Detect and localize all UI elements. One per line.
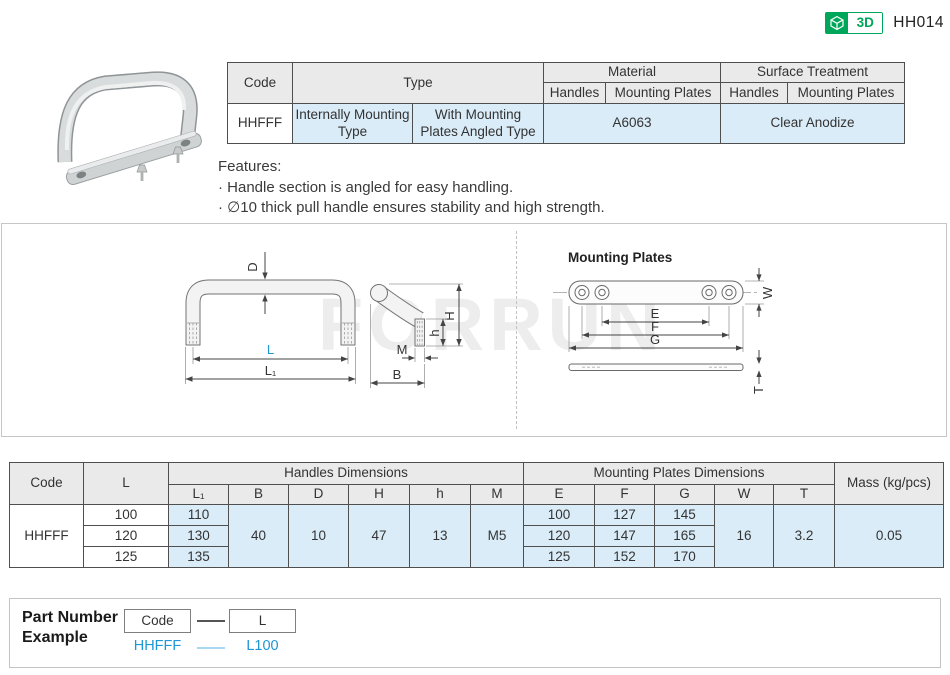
mounting-plates-drawing: W E F G T: [553, 268, 775, 394]
dim-l-value[interactable]: 120: [83, 525, 169, 547]
product-photo-screw: [136, 164, 148, 181]
dim-B-value: 40: [228, 504, 289, 568]
spec-sub-plates: Mounting Plates: [787, 82, 906, 104]
dim-D-value: 10: [288, 504, 349, 568]
pn-title-line1: Part Number: [22, 609, 119, 626]
dim-l-value[interactable]: 100: [83, 504, 169, 526]
features-title: Features:: [218, 158, 282, 175]
mounting-plates-title: Mounting Plates: [568, 250, 673, 265]
part-number-example-title: Part Number Example: [22, 608, 118, 648]
dim-F-value: 147: [594, 525, 655, 547]
dim-F-value: 152: [594, 546, 655, 568]
dim-col-l: L: [83, 462, 169, 505]
features-block: Features: · Handle section is angled for…: [218, 157, 605, 219]
dim-G-value: 170: [654, 546, 715, 568]
dim-H-value: 47: [348, 504, 410, 568]
pn-l-box: L: [229, 609, 296, 633]
dim-sub-G: G: [654, 484, 715, 505]
dim-group-plates: Mounting Plates Dimensions: [523, 462, 835, 485]
dimensions-table: Code L Handles Dimensions Mounting Plate…: [9, 462, 944, 568]
side-view-drawing: H h M B: [370, 283, 463, 388]
dim-col-mass: Mass (kg/pcs): [834, 462, 944, 505]
badge-3d-label: 3D: [848, 13, 883, 33]
drawing-panel: [1, 223, 947, 437]
product-photo-plate: [65, 130, 202, 186]
drawing-divider: [516, 231, 517, 429]
spec-col-code: Code: [227, 62, 293, 104]
pn-title-line2: Example: [22, 629, 88, 646]
dim-label-E: E: [651, 306, 660, 321]
front-view-drawing: D L L₁: [185, 252, 356, 384]
spec-sub-handles: Handles: [543, 82, 606, 104]
dim-label-B: B: [393, 367, 402, 382]
spec-sub-plates: Mounting Plates: [604, 82, 722, 104]
spec-col-surface: Surface Treatment: [720, 62, 906, 83]
dim-L1-value: 130: [168, 525, 229, 547]
dim-sub-L1: L₁: [168, 484, 229, 505]
dim-L1-value: 110: [168, 504, 229, 526]
pn-dash: [197, 620, 225, 622]
spec-col-material: Material: [542, 62, 722, 83]
dim-sub-F: F: [594, 484, 655, 505]
dim-M-value: M5: [470, 504, 524, 568]
dim-sub-M: M: [470, 484, 524, 505]
dim-sub-T: T: [773, 484, 835, 505]
dim-mass-value: 0.05: [834, 504, 944, 568]
pn-code-box: Code: [124, 609, 191, 633]
cube-3d-icon: [826, 13, 849, 33]
dim-sub-h: h: [409, 484, 471, 505]
badge-3d[interactable]: 3D: [825, 12, 884, 34]
dim-label-h: h: [427, 329, 442, 336]
page-part-number: HH014: [893, 14, 944, 31]
dim-code-value[interactable]: HHFFF: [9, 504, 84, 568]
part-number-example: Part Number Example Code L HHFFF L100: [9, 598, 941, 668]
feature-item: · ∅10 thick pull handle ensures stabilit…: [218, 199, 605, 216]
pn-dash-blue: [197, 647, 225, 649]
spec-code-value[interactable]: HHFFF: [227, 103, 293, 144]
dim-sub-B: B: [228, 484, 289, 505]
dim-sub-H: H: [348, 484, 410, 505]
dim-sub-D: D: [288, 484, 349, 505]
dim-L1-value: 135: [168, 546, 229, 568]
dim-group-handles: Handles Dimensions: [168, 462, 524, 485]
pn-code-value: HHFFF: [133, 638, 182, 654]
dim-E-value: 125: [523, 546, 595, 568]
spec-surface-value: Clear Anodize: [720, 103, 906, 144]
dim-label-G: G: [650, 332, 660, 347]
dim-G-value: 145: [654, 504, 715, 526]
product-photo: [57, 71, 202, 186]
dim-label-L: L: [267, 342, 274, 357]
dim-sub-W: W: [714, 484, 774, 505]
dim-label-M: M: [397, 342, 408, 357]
spec-type1-value: Internally Mounting Type: [292, 103, 413, 144]
dim-label-H: H: [442, 311, 457, 320]
dim-label-T: T: [751, 386, 766, 394]
dim-F-value: 127: [594, 504, 655, 526]
pn-l-value: L100: [246, 638, 279, 654]
dim-h-value: 13: [409, 504, 471, 568]
spec-type2-value: With Mounting Plates Angled Type: [412, 103, 544, 144]
spec-col-type: Type: [292, 62, 544, 104]
dim-E-value: 120: [523, 525, 595, 547]
dim-sub-E: E: [523, 484, 595, 505]
dim-E-value: 100: [523, 504, 595, 526]
dim-T-value: 3.2: [773, 504, 835, 568]
product-photo-screw: [172, 146, 184, 163]
product-spec-table: Code Type Material Surface Treatment Han…: [227, 62, 906, 144]
dim-label-D: D: [245, 262, 260, 271]
spec-material-value: A6063: [542, 103, 722, 144]
dim-col-code: Code: [9, 462, 84, 505]
dim-label-F: F: [651, 319, 659, 334]
dim-label-L1: L₁: [265, 363, 277, 378]
spec-sub-handles: Handles: [720, 82, 789, 104]
dim-l-value[interactable]: 125: [83, 546, 169, 568]
header-right: 3D HH014: [825, 12, 944, 34]
dim-label-W: W: [760, 286, 775, 299]
dim-G-value: 165: [654, 525, 715, 547]
feature-item: · Handle section is angled for easy hand…: [218, 178, 514, 196]
dim-W-value: 16: [714, 504, 774, 568]
